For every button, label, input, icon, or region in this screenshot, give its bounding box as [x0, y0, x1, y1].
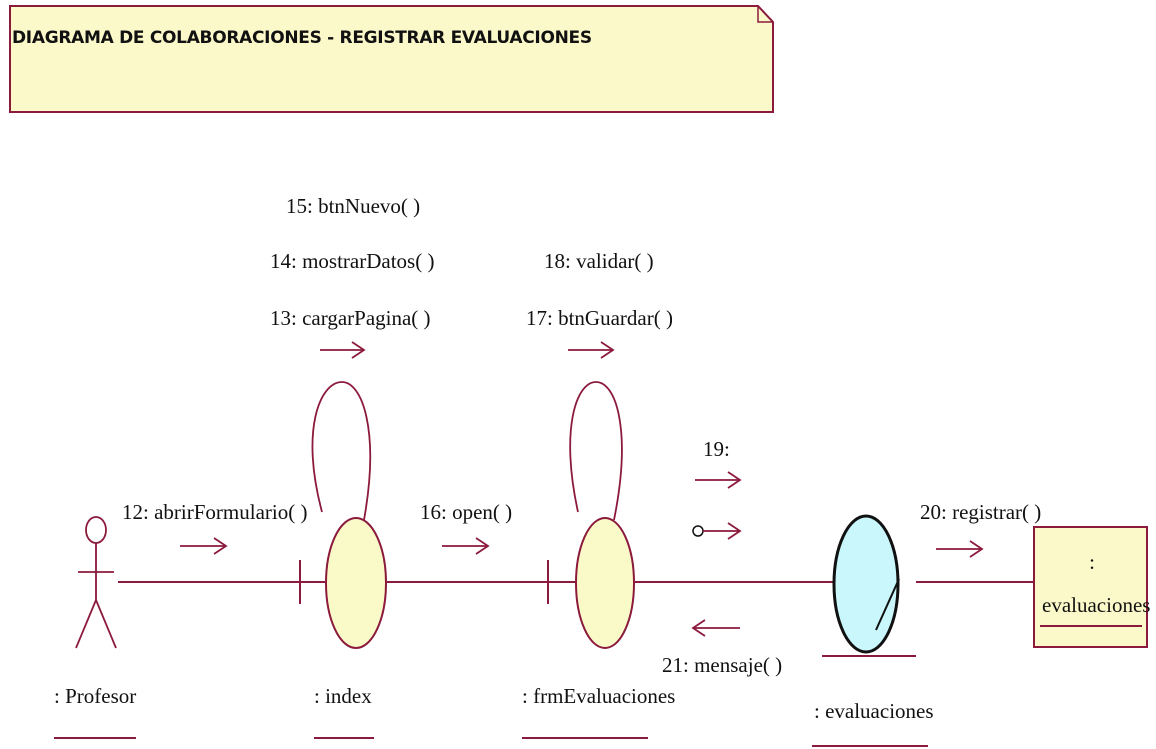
self-link-form [569, 381, 623, 521]
arrow-m16 [442, 537, 490, 555]
entity-box [1033, 526, 1148, 648]
form-circle [575, 517, 635, 649]
message-arrows [180, 341, 984, 637]
actor-profesor: : Profesor [54, 516, 136, 739]
control-label: : evaluaciones [814, 699, 934, 723]
message-m19: 19: [703, 437, 730, 461]
data-token-icon [692, 525, 704, 537]
arrow-m19-data-flow [692, 522, 742, 540]
arrow-m19 [695, 471, 742, 489]
index-label: : index [314, 684, 372, 708]
self-link-index [311, 381, 371, 521]
message-labels: 12: abrirFormulario( ) 13: cargarPagina(… [122, 194, 1041, 677]
boundary-index: : index [299, 381, 387, 739]
message-m14: 14: mostrarDatos( ) [270, 249, 434, 273]
boundary-frmevaluaciones: : frmEvaluaciones [522, 381, 675, 739]
message-m15: 15: btnNuevo( ) [286, 194, 420, 218]
diagram-title: DIAGRAMA DE COLABORACIONES - REGISTRAR E… [12, 28, 592, 48]
entity-colon: : [1089, 550, 1095, 574]
message-m21: 21: mensaje( ) [662, 653, 782, 677]
actor-head [85, 516, 107, 544]
message-m20: 20: registrar( ) [920, 500, 1041, 524]
message-m17: 17: btnGuardar( ) [526, 306, 673, 330]
control-circle [832, 514, 900, 654]
actor-label: : Profesor [54, 684, 136, 708]
form-label: : frmEvaluaciones [522, 684, 675, 708]
index-circle [325, 517, 387, 649]
arrow-m13 [320, 341, 366, 359]
control-needle [875, 578, 900, 631]
entity-label: evaluaciones [1042, 593, 1150, 617]
arrow-m17 [568, 341, 615, 359]
entity-evaluaciones: : evaluaciones [1033, 526, 1150, 648]
arrow-m21 [691, 619, 740, 637]
message-m16: 16: open( ) [420, 500, 512, 524]
message-m18: 18: validar( ) [544, 249, 654, 273]
title-note: DIAGRAMA DE COLABORACIONES - REGISTRAR E… [9, 5, 774, 113]
control-evaluaciones: : evaluaciones [812, 514, 934, 747]
message-m12: 12: abrirFormulario( ) [122, 500, 307, 524]
arrow-m12 [180, 537, 228, 555]
arrow-m20 [936, 540, 984, 558]
message-m13: 13: cargarPagina( ) [270, 306, 431, 330]
